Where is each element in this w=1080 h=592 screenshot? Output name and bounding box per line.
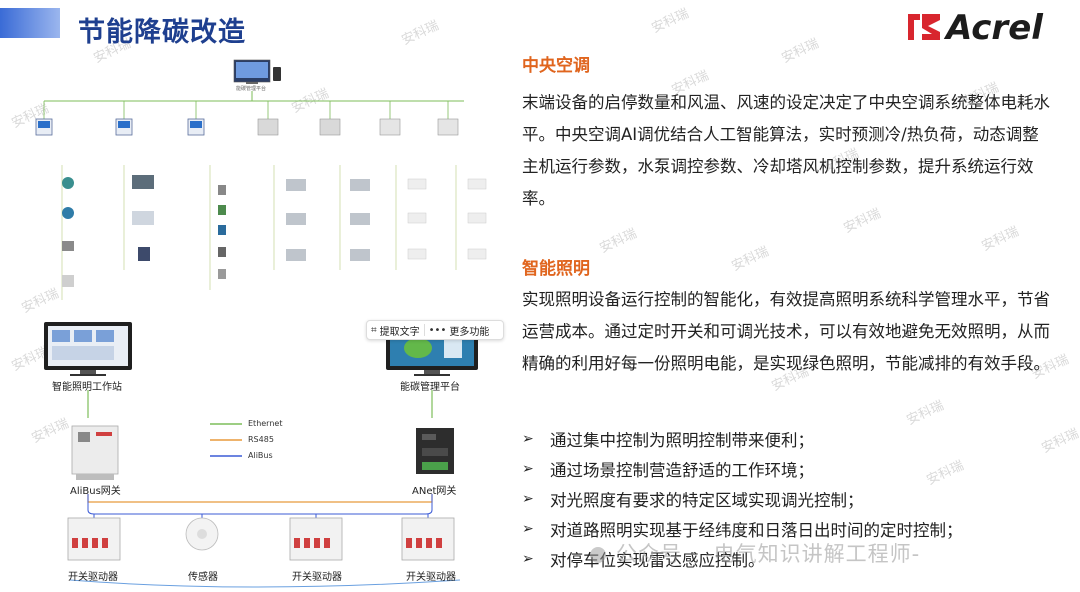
more-functions-label: 更多功能 — [449, 326, 490, 338]
switch-driver-icon — [289, 517, 343, 561]
controller-column-2 — [115, 101, 154, 270]
wechat-icon — [590, 547, 606, 563]
switch-driver-icon — [67, 517, 121, 561]
more-functions-button[interactable]: ••• 更多功能 — [425, 321, 494, 339]
section-body-hvac: 末端设备的启停数量和风温、风速的设定决定了中央空调系统整体电耗水平。中央空调AI… — [522, 93, 1050, 208]
workstation-monitor-icon — [44, 322, 132, 376]
lighting-bullet-list: ➢ 通过集中控制为照明控制带来便利； ➢ 通过场景控制营造舒适的工作环境； ➢ 对光照… — [522, 424, 1062, 574]
page-title: 节能降碳改造 — [78, 17, 246, 48]
bullet-text: 通过集中控制为照明控制带来便利； — [550, 431, 814, 450]
hvac-system-diagram: 能碳管理平台 — [24, 55, 504, 310]
legend-ethernet: Ethernet — [248, 419, 283, 428]
controller-column-1 — [35, 101, 74, 300]
fan-coil-column-1 — [379, 101, 427, 270]
watermark: 安科瑞 — [399, 18, 442, 49]
bullet-text: 对道路照明实现基于经纬度和日落日出时间的定时控制； — [550, 521, 963, 540]
switch-driver-icon — [401, 517, 455, 561]
section-body-lighting: 实现照明设备运行控制的智能化，有效提高照明系统科学管理水平，节省运营成本。通过定… — [522, 290, 1050, 373]
watermark: 安科瑞 — [597, 226, 640, 257]
list-item: ➢ 通过场景控制营造舒适的工作环境； — [522, 454, 1062, 484]
legend-alibus: AliBus — [248, 451, 273, 460]
platform-label: 能碳管理平台 — [400, 382, 460, 393]
menu-divider — [423, 324, 425, 336]
top-platform-label: 能碳管理平台 — [236, 86, 267, 92]
anet-gateway-label: ANet网关 — [412, 486, 457, 497]
title-accent — [0, 8, 60, 38]
watermark: 安科瑞 — [779, 36, 822, 67]
workstation-label: 智能照明工作站 — [52, 382, 122, 393]
switch-driver-label: 开关驱动器 — [292, 572, 342, 583]
watermark: 安科瑞 — [649, 6, 692, 37]
arrow-bullet-icon: ➢ — [522, 461, 534, 477]
platform-monitor-icon — [233, 59, 281, 84]
extract-text-label: 提取文字 — [379, 326, 420, 338]
alibus-gateway-label: AliBus网关 — [70, 486, 121, 497]
extract-text-button[interactable]: ⌗ 提取文字 — [367, 321, 424, 339]
fan-coil-column-2 — [437, 101, 487, 270]
switch-driver-label: 开关驱动器 — [406, 572, 456, 583]
ahu-column-1 — [257, 101, 306, 270]
watermark: 安科瑞 — [979, 224, 1022, 255]
arrow-bullet-icon: ➢ — [522, 431, 534, 447]
arrow-bullet-icon: ➢ — [522, 491, 534, 507]
legend-rs485: RS485 — [248, 435, 274, 444]
list-item: ➢ 对光照度有要求的特定区域实现调光控制； — [522, 484, 1062, 514]
acrel-logo: Acrel — [906, 8, 1066, 52]
hvac-topology — [35, 59, 487, 300]
bullet-text: 通过场景控制营造舒适的工作环境； — [550, 461, 814, 480]
footer-watermark: 公众号 · -电气知识讲解工程师- — [590, 538, 920, 568]
ahu-column-2 — [319, 101, 370, 270]
logo-text: Acrel — [946, 8, 1043, 48]
section-title-hvac: 中央空调 — [522, 56, 590, 76]
image-context-menu: ⌗ 提取文字 ••• 更多功能 — [366, 320, 504, 340]
section-title-lighting: 智能照明 — [522, 259, 590, 279]
sensor-label: 传感器 — [188, 572, 218, 583]
logo-mark-icon — [908, 14, 940, 40]
controller-column-3 — [187, 101, 226, 290]
more-dots-icon: ••• — [428, 324, 447, 336]
page-title-bar: 节能降碳改造 — [0, 4, 300, 48]
text-scan-icon: ⌗ — [371, 324, 377, 336]
alibus-gateway-icon — [71, 425, 119, 480]
bullet-text: 对光照度有要求的特定区域实现调光控制； — [550, 491, 864, 510]
list-item: ➢ 通过集中控制为照明控制带来便利； — [522, 424, 1062, 454]
arrow-bullet-icon: ➢ — [522, 521, 534, 537]
watermark: 安科瑞 — [729, 244, 772, 275]
arrow-bullet-icon: ➢ — [522, 551, 534, 567]
list-item: ➢ 对道路照明实现基于经纬度和日落日出时间的定时控制； — [522, 514, 1062, 544]
anet-gateway-icon — [416, 428, 454, 474]
footer-watermark-text: 公众号 · -电气知识讲解工程师- — [616, 542, 921, 566]
sensor-icon — [185, 517, 219, 551]
switch-driver-label: 开关驱动器 — [68, 572, 118, 583]
lighting-system-diagram: 智能照明工作站 能碳管理平台 Ethernet RS485 AliBus Ali… — [30, 318, 510, 592]
